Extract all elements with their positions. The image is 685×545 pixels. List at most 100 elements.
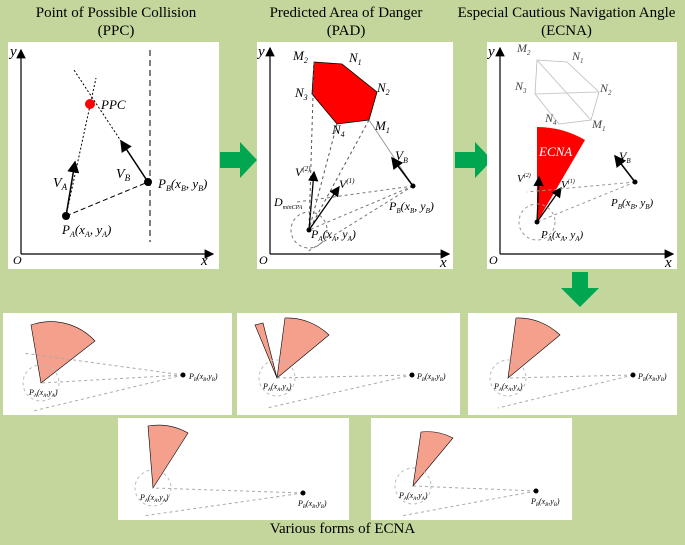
variant-1-diagram: PB(xB,yB) PA(xA,yA): [22, 321, 218, 412]
origin-label: O: [13, 253, 22, 267]
v1-pb-point: [180, 372, 186, 378]
variant-4-diagram: PB(xB,yB) PA(xA,yA): [134, 424, 327, 517]
v5-circle: [394, 467, 432, 505]
v3-line-1: [507, 374, 634, 379]
pb-point: [632, 179, 638, 185]
dmin-label: DminCPA: [273, 195, 303, 211]
fan-line-3: [306, 185, 414, 253]
variant-4: PB(xB,yB) PA(xA,yA): [118, 418, 349, 520]
right-arrow-1: [220, 142, 257, 178]
v4-pb-label: PB(xB,yB): [297, 499, 327, 510]
variant-3-diagram: PB(xB,yB) PA(xA,yA): [489, 317, 667, 409]
pa-label: PA(xA, yA): [61, 222, 111, 239]
v4-line-1: [152, 487, 304, 494]
va1-vector: [308, 185, 340, 231]
x-axis-label: x: [439, 255, 447, 269]
v2-circle: [258, 359, 296, 397]
x-axis-label: x: [200, 253, 208, 269]
ecna-label: ECNA: [538, 144, 572, 159]
fan-line-2: [526, 181, 636, 193]
variant-5-sector: [412, 431, 454, 488]
variant-5: PB(xB,yB) PA(xA,yA): [371, 418, 572, 520]
variant-2-thin-sector: [254, 322, 278, 379]
pa-label: PA(xA, yA): [540, 229, 584, 243]
v5-pa-label: PA(xA,yA): [398, 491, 428, 502]
pad-dashed-1: [308, 61, 315, 231]
v4-line-2: [142, 492, 304, 517]
v1-line-3: [32, 374, 184, 412]
vb-label: VB: [395, 148, 408, 165]
v1-line-1: [40, 374, 184, 384]
m1-ghost: M1: [591, 117, 606, 133]
pb-label: PB(xB, yB): [157, 176, 207, 193]
variant-5-diagram: PB(xB,yB) PA(xA,yA): [394, 431, 560, 517]
variant-2-sector: [276, 317, 330, 379]
v2-pa-label: PA(xA,yA): [262, 382, 292, 393]
v3-circle: [489, 359, 527, 397]
v4-pb-point: [300, 490, 306, 496]
pad-title: Predicted Area of Danger (PAD): [232, 4, 460, 40]
v5-pb-point: [533, 488, 539, 494]
n3-label: N3: [294, 85, 308, 102]
ecna-panel: y x O M2 N1 N2 N3 N4 M1 ECNA VB V(2) V(1…: [487, 42, 677, 269]
variant-1-sector: [30, 321, 96, 384]
va2-vector: [533, 175, 544, 223]
v1-pb-label: PB(xB,yB): [188, 372, 218, 383]
variant-3-sector: [507, 317, 561, 379]
ppc-title-line1: Point of Possible Collision: [35, 5, 197, 21]
variant-4-sector: [147, 424, 189, 489]
v1-pa-label: PA(xA,yA): [28, 388, 58, 399]
va2-label: V(2): [295, 165, 311, 179]
n2-label: N2: [376, 80, 390, 97]
dmin-circle: [290, 211, 328, 249]
bottom-caption: Various forms of ECNA: [269, 521, 416, 537]
n2-ghost: N2: [599, 81, 612, 97]
danger-area: [311, 61, 378, 125]
v3-pb-point: [630, 372, 636, 378]
y-axis-label: y: [8, 44, 17, 60]
origin-label: O: [489, 253, 498, 267]
n4-label: N4: [331, 122, 345, 139]
pa-point: [62, 212, 70, 220]
ghost-diag-1: [536, 59, 592, 121]
v3-pa-label: PA(xA,yA): [493, 382, 523, 393]
fan-line-1: [308, 185, 414, 231]
v4-pa-label: PA(xA,yA): [139, 493, 169, 504]
v1-line-2: [22, 352, 184, 376]
pa-dotted-line: [65, 77, 97, 217]
v4-circle: [134, 469, 172, 507]
va-vector: [65, 160, 80, 217]
pad-dashed-3: [308, 123, 338, 231]
n3-ghost: N3: [514, 79, 527, 95]
m2-ghost: M2: [516, 42, 531, 57]
n1-label: N1: [348, 50, 362, 67]
pad-title-line1: Predicted Area of Danger: [269, 5, 423, 21]
fan-line-2: [296, 185, 414, 203]
n1-ghost: N1: [571, 49, 584, 65]
pa-pb-dashed-line: [65, 181, 149, 217]
ppc-diagram: y x O PPC VA VB PA(xA, yA) PB(xB, yB): [8, 44, 215, 269]
ghost-diag-2: [534, 91, 600, 95]
v2-line-2: [266, 374, 413, 409]
v3-line-2: [497, 374, 634, 409]
va2-vector: [308, 170, 319, 231]
vb-vector: [391, 156, 414, 187]
m1-label: M1: [374, 118, 390, 135]
dmin-circle: [518, 203, 556, 241]
v1-circle: [22, 364, 60, 402]
pa-label: PA(xA, yA): [310, 227, 356, 243]
v2-pb-label: PB(xB,yB): [416, 372, 446, 383]
pad-title-line2: (PAD): [326, 23, 366, 39]
n4-ghost: N4: [544, 111, 557, 127]
y-axis-label: y: [257, 44, 265, 60]
vb-label: VB: [619, 149, 631, 165]
ppc-label: PPC: [100, 97, 126, 112]
va-label: VA: [53, 176, 68, 192]
pad-diagram: y x O M2 N1 N2 N3 N4 M1 VB V(2) V(1) Dmi…: [257, 44, 451, 269]
vb-vector: [614, 154, 636, 183]
v5-line-2: [400, 490, 537, 517]
pb-point: [410, 183, 416, 189]
v3-pb-label: PB(xB,yB): [637, 372, 667, 383]
m2-label: M2: [292, 48, 308, 65]
y-axis-label: y: [487, 44, 495, 60]
